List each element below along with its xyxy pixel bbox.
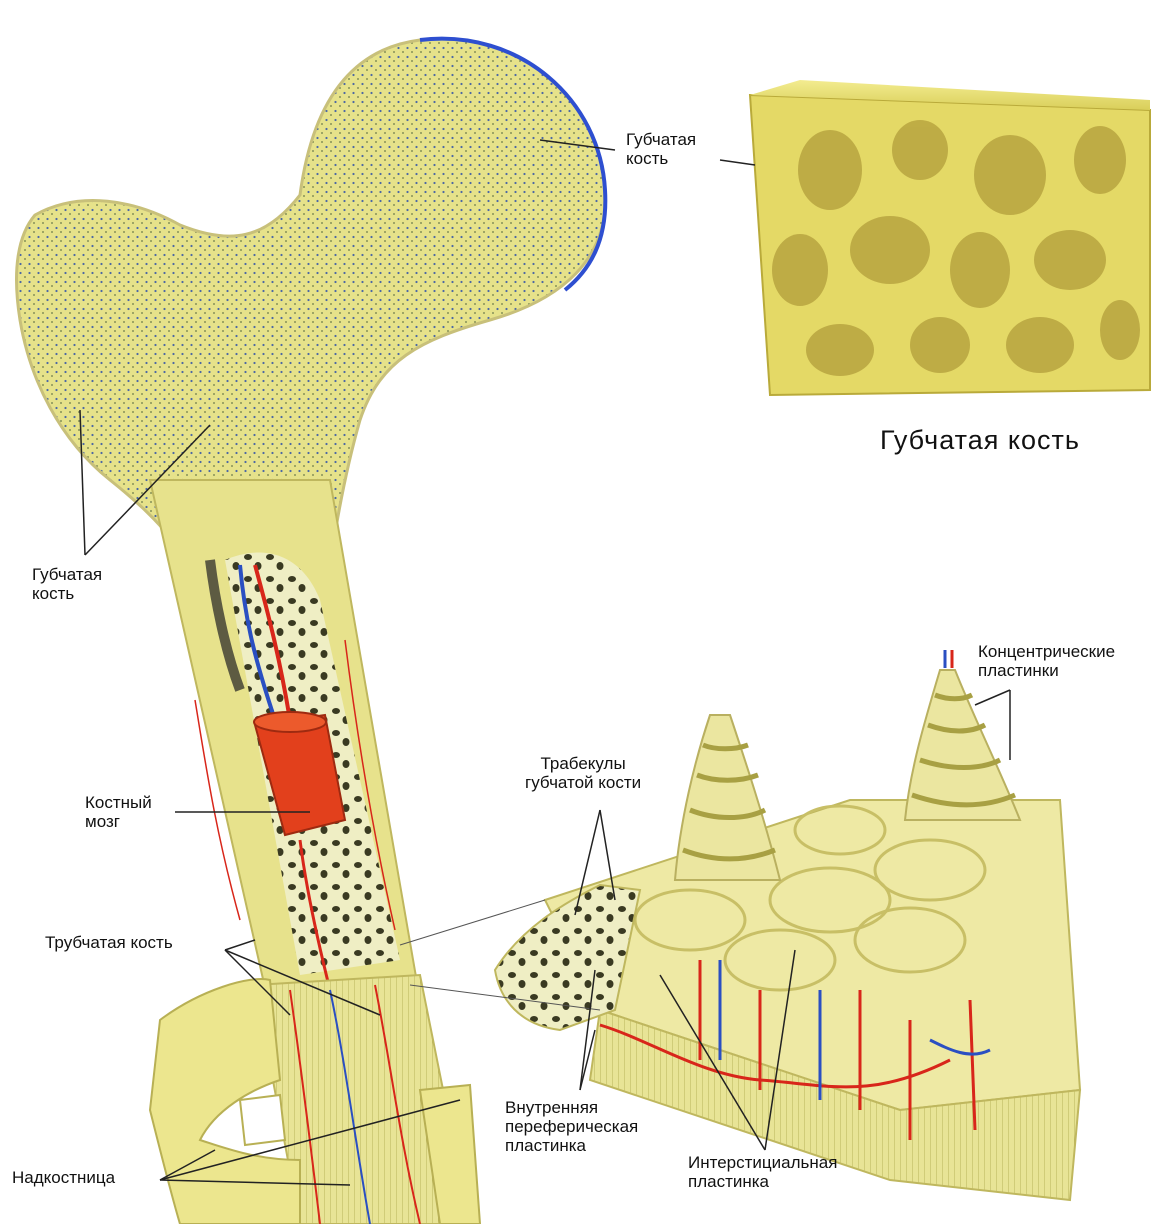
- label-periosteum: Надкостница: [12, 1168, 115, 1187]
- label-line: Губчатая: [626, 130, 696, 149]
- label-trabeculae: Трабекулы губчатой кости: [525, 754, 641, 792]
- label-line: переферическая: [505, 1117, 638, 1136]
- spongy-block-caption: Губчатая кость: [880, 425, 1080, 456]
- spongy-bone-block: [750, 80, 1150, 395]
- label-spongy-left: Губчатая кость: [32, 565, 102, 603]
- label-line: Костный: [85, 793, 152, 812]
- label-line: Внутренняя: [505, 1098, 638, 1117]
- label-line: мозг: [85, 812, 152, 831]
- label-interstitial: Интерстициальная пластинка: [688, 1153, 837, 1191]
- label-spongy-top: Губчатая кость: [626, 130, 696, 168]
- label-line: пластинки: [978, 661, 1115, 680]
- label-line: губчатой кости: [525, 773, 641, 792]
- label-inner-peripheral: Внутренняя переферическая пластинка: [505, 1098, 638, 1155]
- label-line: Концентрические: [978, 642, 1115, 661]
- label-line: Трабекулы: [525, 754, 641, 773]
- label-line: пластинка: [505, 1136, 638, 1155]
- label-line: пластинка: [688, 1172, 837, 1191]
- label-tubular-bone: Трубчатая кость: [45, 933, 173, 952]
- label-line: Интерстициальная: [688, 1153, 837, 1172]
- label-line: кость: [626, 149, 696, 168]
- concentric-osteon-left: [675, 715, 780, 880]
- label-line: Губчатая: [32, 565, 102, 584]
- label-bone-marrow: Костный мозг: [85, 793, 152, 831]
- label-concentric: Концентрические пластинки: [978, 642, 1115, 680]
- label-line: кость: [32, 584, 102, 603]
